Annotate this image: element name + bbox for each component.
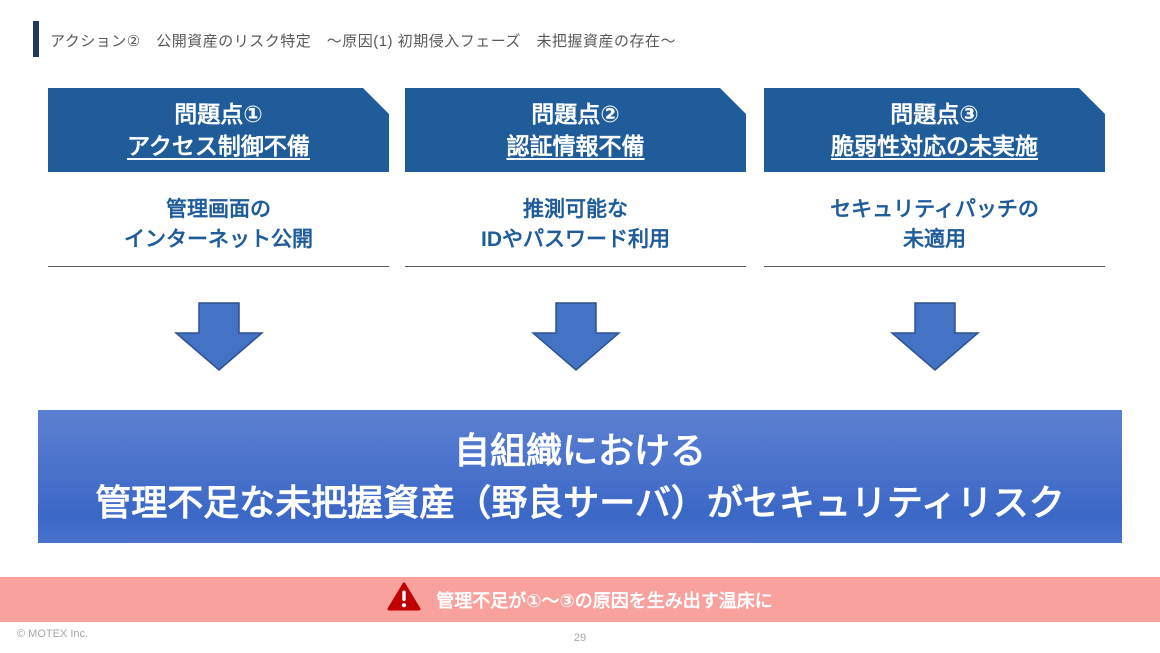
problem-description-line: 推測可能な — [523, 198, 628, 221]
problem-description-line: 未適用 — [903, 228, 966, 252]
header-accent-bar — [33, 21, 39, 57]
problem-heading-label: 脆弱性対応の未実施 — [831, 133, 1038, 159]
problem-column-2: 問題点② 認証情報不備 推測可能な IDやパスワード利用 — [405, 88, 746, 377]
conclusion-line-2: 管理不足な未把握資産（野良サーバ）がセキュリティリスク — [95, 481, 1065, 523]
problem-heading-number: 問題点① — [174, 100, 263, 127]
warning-text: 管理不足が①～③の原因を生み出す温床に — [436, 590, 773, 611]
conclusion-banner: 自組織における 管理不足な未把握資産（野良サーバ）がセキュリティリスク — [38, 410, 1122, 543]
down-arrow-icon — [48, 302, 389, 377]
problem-heading-box-3: 問題点③ 脆弱性対応の未実施 — [764, 88, 1105, 172]
copyright-notice: © MOTEX Inc. — [17, 628, 89, 640]
slide-title: アクション② 公開資産のリスク特定 ～原因(1) 初期侵入フェーズ 未把握資産の… — [50, 33, 676, 50]
problem-description-3: セキュリティパッチの 未適用 — [764, 195, 1105, 267]
problem-heading-box-2: 問題点② 認証情報不備 — [405, 88, 746, 172]
page-number: 29 — [573, 632, 587, 644]
problem-heading-number: 問題点③ — [890, 100, 979, 127]
problem-description-1: 管理画面の インターネット公開 — [48, 195, 389, 267]
warning-banner: 管理不足が①～③の原因を生み出す温床に — [0, 577, 1160, 622]
warning-triangle-icon — [387, 582, 421, 617]
problem-description-line: 管理画面の — [166, 198, 271, 221]
problem-heading-label: アクセス制御不備 — [127, 133, 310, 159]
problem-heading-number: 問題点② — [531, 100, 620, 127]
conclusion-line-1: 自組織における — [453, 430, 706, 472]
problem-column-1: 問題点① アクセス制御不備 管理画面の インターネット公開 — [48, 88, 389, 377]
problem-heading-label: 認証情報不備 — [506, 133, 645, 159]
problem-description-2: 推測可能な IDやパスワード利用 — [405, 195, 746, 267]
down-arrow-icon — [764, 302, 1105, 377]
down-arrow-icon — [405, 302, 746, 377]
problem-description-line: セキュリティパッチの — [830, 198, 1039, 221]
problem-heading-box-1: 問題点① アクセス制御不備 — [48, 88, 389, 172]
problem-description-line: インターネット公開 — [124, 228, 313, 252]
problem-column-3: 問題点③ 脆弱性対応の未実施 セキュリティパッチの 未適用 — [764, 88, 1105, 377]
problem-description-line: IDやパスワード利用 — [481, 228, 670, 252]
